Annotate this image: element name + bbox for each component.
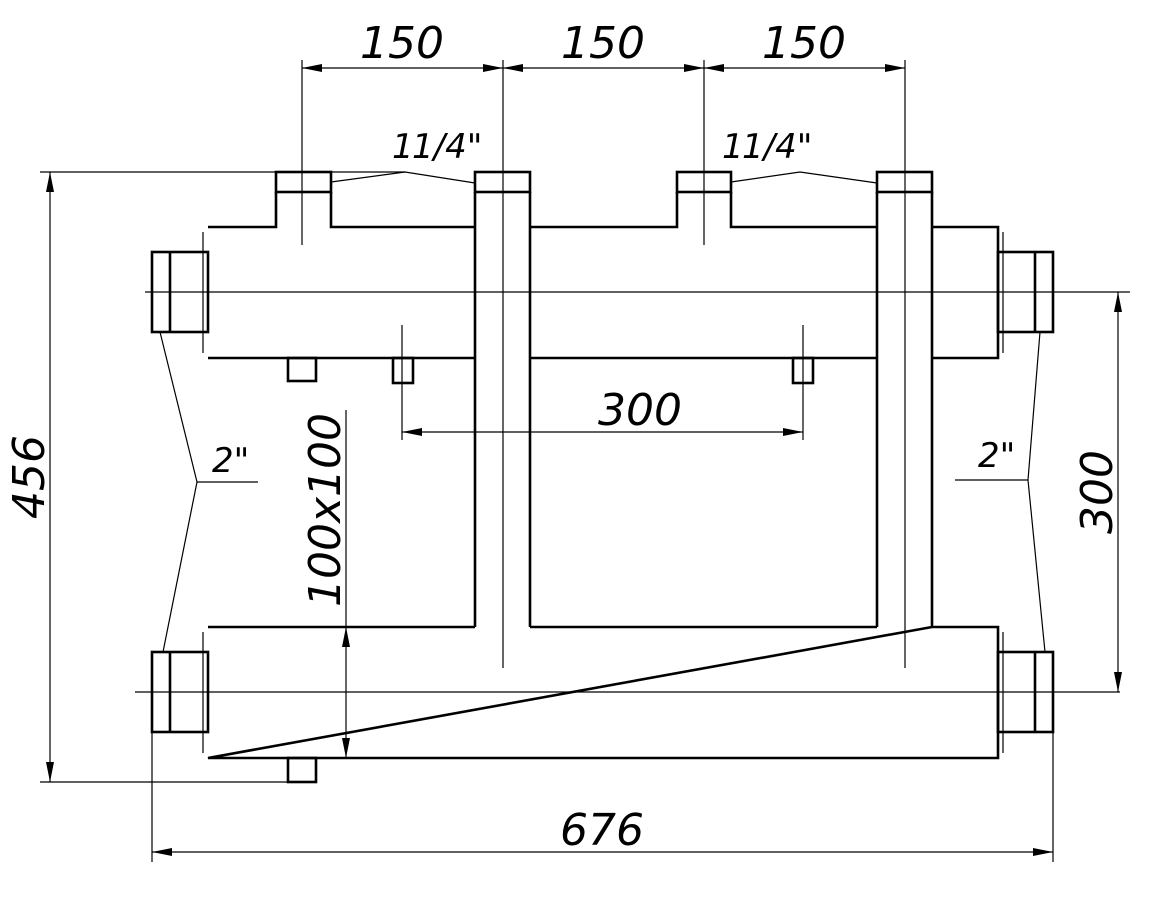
dim-fitting-spacing: 300 [598,385,682,436]
dim-spacing-1: 150 [360,18,444,69]
small-fittings [286,325,815,784]
top-nozzles [274,60,934,668]
bottom-right-connector [996,650,1055,734]
label-top-left-thread-frac: 1/4" [412,127,482,167]
bottom-left-connector [150,650,210,734]
label-top-right-thread-whole: 1 [722,127,744,167]
label-top-right-thread-frac: 1/4" [742,127,812,167]
label-left-thread: 2" [212,441,249,481]
dim-overall-height: 456 [4,435,55,519]
dim-spacing-3: 150 [762,18,846,69]
dimension-lines [40,64,1122,862]
top-left-connector [150,250,210,334]
top-header [145,192,1130,360]
dim-spacing-2: 150 [561,18,645,69]
dim-header-spacing: 300 [1072,450,1123,534]
label-right-thread: 2" [978,436,1015,476]
dim-overall-width: 676 [560,805,644,856]
dim-header-section: 100x100 [300,413,351,607]
label-top-left-thread-whole: 1 [392,127,414,167]
top-right-connector [996,250,1055,334]
bottom-header [135,625,1120,760]
